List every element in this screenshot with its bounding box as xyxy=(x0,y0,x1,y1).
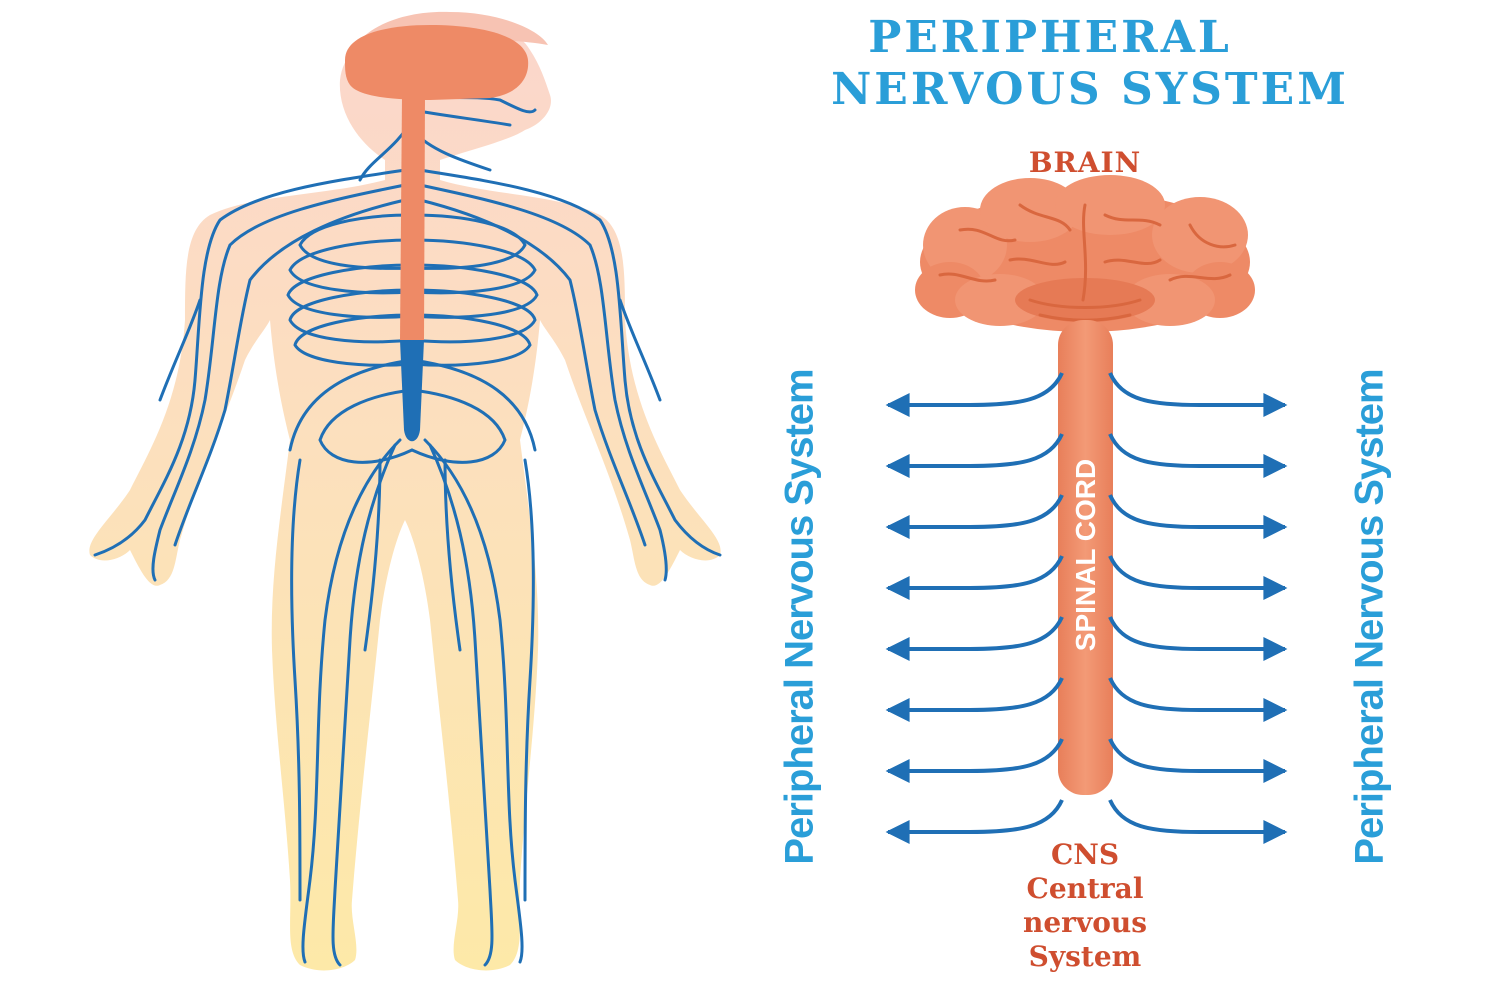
nerve-arrow-right xyxy=(1108,616,1288,661)
nerve-arrow-left xyxy=(885,494,1064,539)
nerve-arrow-left xyxy=(885,799,1064,844)
nerve-arrow-right xyxy=(1108,555,1288,600)
pns-label-right: Peripheral Nervous System xyxy=(1347,369,1392,865)
nerve-arrow-right xyxy=(1108,677,1288,722)
nerve-arrow-left xyxy=(885,738,1064,783)
nerve-arrow-left xyxy=(885,555,1064,600)
cns-diagram xyxy=(885,175,1288,844)
spinal-cord xyxy=(1058,320,1113,795)
nerve-arrow-right xyxy=(1108,738,1288,783)
title-line-1: PERIPHERAL xyxy=(868,12,1232,63)
cns-label-block: CNS Central nervous System xyxy=(960,838,1210,974)
nerve-arrow-right xyxy=(1108,433,1288,478)
cns-label-line-3: nervous xyxy=(1023,906,1147,939)
spinal-cord-label: SPINAL CORD xyxy=(1070,458,1101,652)
nerve-arrow-left xyxy=(885,372,1064,417)
cns-label-line-2: Central xyxy=(1026,872,1144,905)
body-spinal-cord-lower xyxy=(400,340,424,442)
nerve-arrow-right xyxy=(1108,372,1288,417)
cns-label-line-1: CNS xyxy=(1050,838,1120,871)
brain-illustration xyxy=(915,175,1255,332)
brain-label: BRAIN xyxy=(1028,146,1142,179)
title-line-2: NERVOUS SYSTEM xyxy=(831,64,1349,115)
pns-label-left: Peripheral Nervous System xyxy=(777,369,822,865)
nerve-arrow-left xyxy=(885,677,1064,722)
cns-label-line-4: System xyxy=(1028,940,1142,973)
nerve-arrow-left xyxy=(885,616,1064,661)
nerve-arrow-right xyxy=(1108,799,1288,844)
nerve-arrow-right xyxy=(1108,494,1288,539)
body-brain xyxy=(345,25,529,100)
body-silhouette xyxy=(89,20,721,971)
human-body-figure xyxy=(89,11,722,971)
nerve-arrows xyxy=(885,372,1288,844)
nerve-arrow-left xyxy=(885,433,1064,478)
body-spinal-cord xyxy=(400,95,425,340)
